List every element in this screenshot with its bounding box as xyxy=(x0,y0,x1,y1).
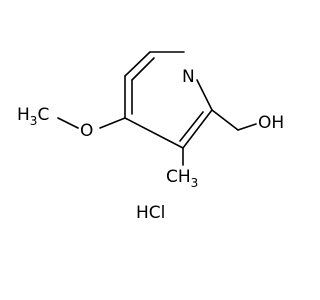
ether-oxygen-label: O xyxy=(80,121,93,141)
nitrogen-label: N xyxy=(182,67,195,87)
hcl-salt-label: HCl xyxy=(136,203,165,223)
atom-labels: N OH O H3C CH3 HCl xyxy=(17,67,284,223)
methoxy-h: H xyxy=(17,105,30,125)
bond-ch2-oh xyxy=(237,123,257,131)
methoxy-label: H3C xyxy=(17,105,49,128)
methoxy-subscript: 3 xyxy=(30,114,38,128)
bond-c6-c5-double xyxy=(131,57,155,81)
bond-c6-c5 xyxy=(124,51,151,77)
bonds xyxy=(57,51,257,166)
bond-o-ch3 xyxy=(57,117,79,129)
bond-n1-c2 xyxy=(196,79,213,111)
bond-c2-ch2 xyxy=(211,109,239,131)
methyl-ch: CH xyxy=(166,167,191,187)
chemical-structure: N OH O H3C CH3 HCl xyxy=(17,51,284,223)
bond-c2-c3 xyxy=(182,109,213,149)
hydroxyl-label: OH xyxy=(258,113,284,133)
bond-c3-c4 xyxy=(124,117,184,149)
methyl-label: CH3 xyxy=(166,167,198,190)
bond-c2-c3-double xyxy=(179,111,204,142)
methyl-subscript: 3 xyxy=(191,176,199,190)
bond-c4-o xyxy=(99,117,126,129)
methoxy-c: C xyxy=(37,105,49,125)
